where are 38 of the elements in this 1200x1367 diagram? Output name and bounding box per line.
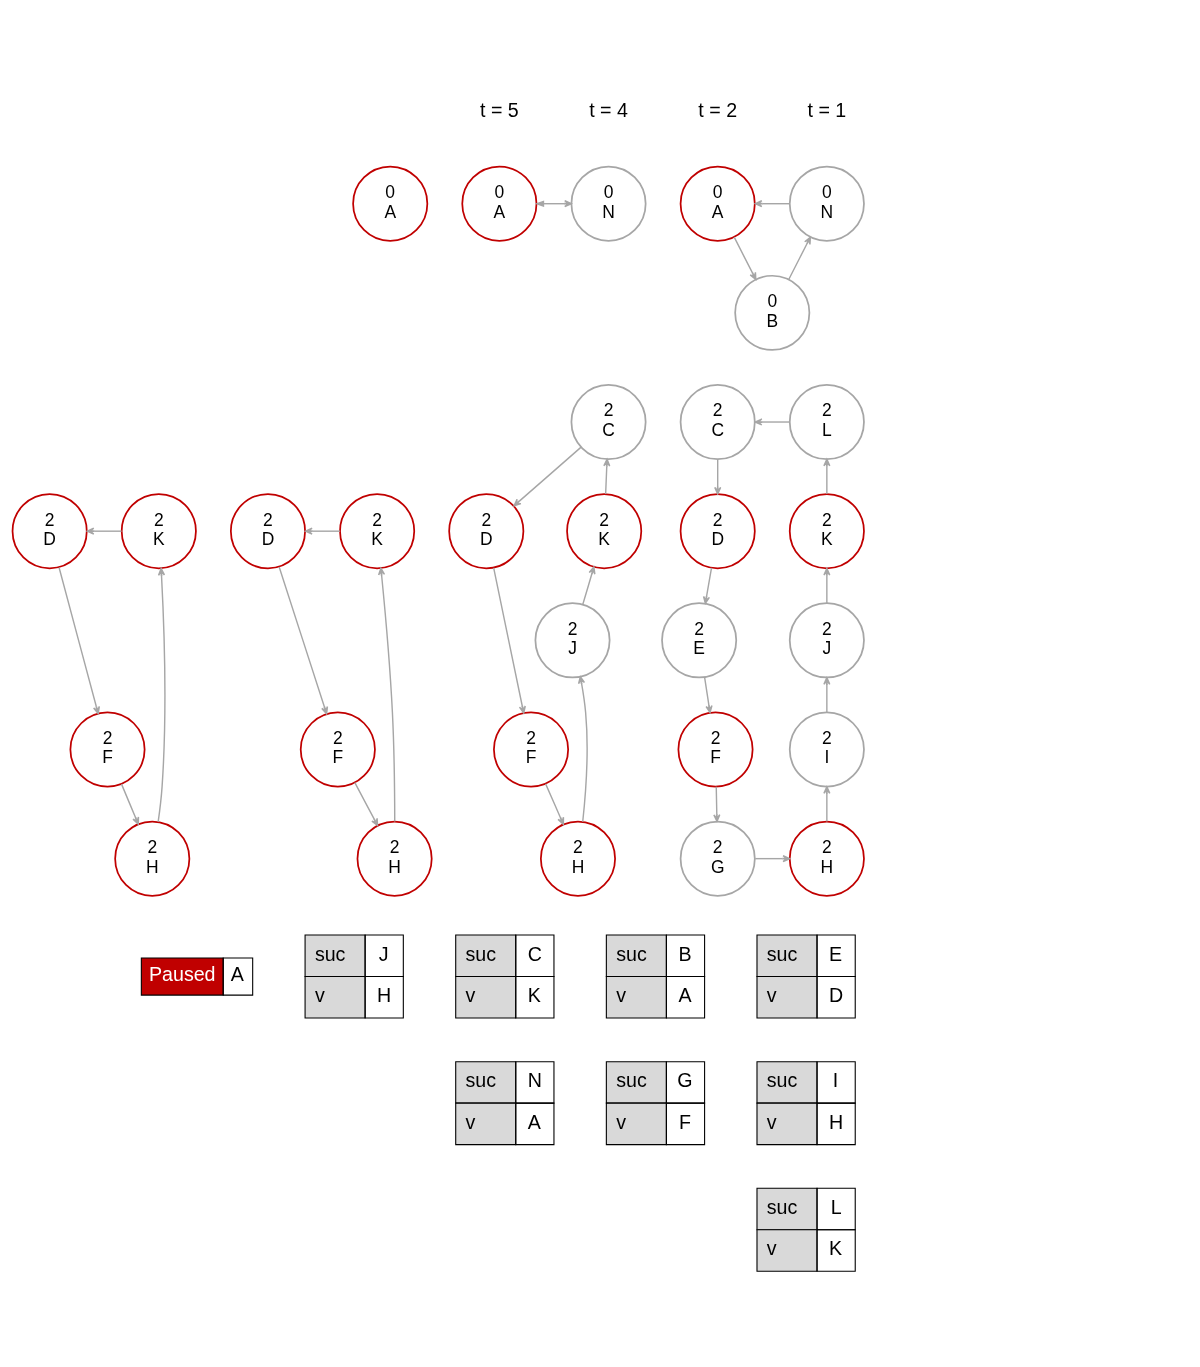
label: t = 1 bbox=[807, 98, 847, 121]
label: J bbox=[378, 942, 389, 965]
label: suc bbox=[314, 942, 346, 965]
label: t = 4 bbox=[589, 98, 628, 121]
label: L bbox=[830, 1195, 842, 1218]
label: v bbox=[314, 983, 325, 1006]
label: A bbox=[678, 983, 692, 1006]
label: suc bbox=[616, 942, 647, 965]
label: suc bbox=[616, 1068, 647, 1091]
label: t = 2 bbox=[698, 98, 738, 121]
label: v bbox=[465, 983, 476, 1006]
label: v bbox=[766, 983, 777, 1006]
label: F bbox=[678, 1110, 691, 1133]
label: H bbox=[829, 1110, 844, 1133]
label: Paused bbox=[148, 962, 216, 985]
label: E bbox=[829, 942, 843, 965]
label: suc bbox=[465, 1068, 497, 1091]
label: K bbox=[527, 983, 541, 1006]
label: v bbox=[465, 1110, 476, 1133]
label: v bbox=[766, 1110, 777, 1133]
label: I bbox=[832, 1068, 839, 1091]
label: suc bbox=[766, 942, 798, 965]
label: G bbox=[677, 1068, 693, 1091]
label: A bbox=[230, 962, 244, 985]
label: t = 5 bbox=[480, 98, 519, 121]
label: B bbox=[678, 942, 692, 965]
label: K bbox=[829, 1236, 843, 1259]
label: v bbox=[616, 1110, 626, 1133]
label: H bbox=[377, 983, 392, 1006]
label: suc bbox=[766, 1195, 798, 1218]
label: D bbox=[829, 983, 844, 1006]
label: v bbox=[616, 983, 626, 1006]
label: v bbox=[766, 1236, 777, 1259]
label: suc bbox=[766, 1068, 798, 1091]
label: suc bbox=[465, 942, 497, 965]
label: N bbox=[527, 1068, 542, 1091]
label: C bbox=[527, 942, 542, 965]
label: A bbox=[527, 1110, 541, 1133]
